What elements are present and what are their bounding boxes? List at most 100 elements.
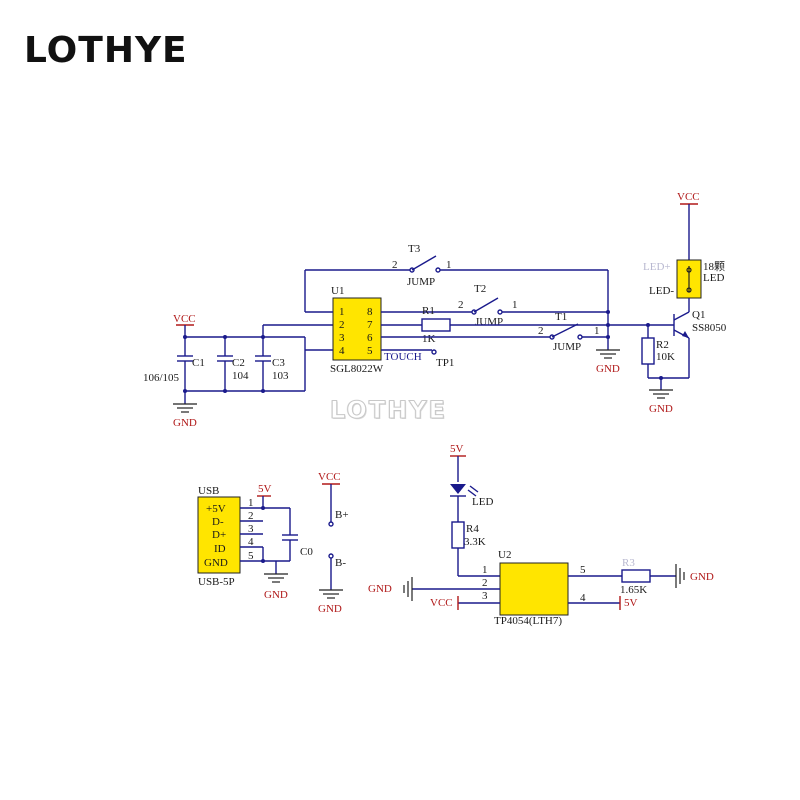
schematic-label: GND xyxy=(596,363,620,375)
schematic-label: 1 xyxy=(339,306,345,318)
schematic-label: B- xyxy=(335,557,346,569)
schematic-label: 3 xyxy=(482,590,488,602)
schematic-label: VCC xyxy=(318,471,341,483)
ground-symbol-left: GND xyxy=(173,391,197,429)
schematic-label: C3 xyxy=(272,357,285,369)
schematic-label: B+ xyxy=(335,509,349,521)
schematic-label: T3 xyxy=(408,243,421,255)
led-strip: LED+ LED- 18颗 LED xyxy=(643,259,725,299)
schematic-label: 1 xyxy=(512,299,518,311)
schematic-label: 5 xyxy=(248,550,254,562)
schematic-label: JUMP xyxy=(475,316,503,328)
capacitor-c2: 104 C2 104 xyxy=(217,337,249,391)
chip-u1: U1 1 2 3 4 8 7 6 5 SGL8022W xyxy=(330,285,384,375)
schematic-label: C2 xyxy=(232,357,245,369)
schematic-label: GND xyxy=(649,403,673,415)
schematic-label: ID xyxy=(214,543,226,555)
schematic-label: 6 xyxy=(367,332,373,344)
schematic-label: 5 xyxy=(580,564,586,576)
schematic-label: 1K xyxy=(422,333,436,345)
switch-t3: T3 2 1 JUMP xyxy=(305,243,608,288)
usb-connector-section: USB +5V D- D+ ID GND USB-5P 1 2 3 4 5 5V xyxy=(197,483,313,601)
charger-circuit: 5V LED R4 3.3K U2 TP4054(LTH7) xyxy=(368,443,714,627)
schematic-label: 1 xyxy=(446,259,452,271)
chip-u2: U2 TP4054(LTH7) 1 2 3 5 4 xyxy=(482,549,586,627)
schematic-label: LED- xyxy=(649,285,674,297)
schematic-label: 3.3K xyxy=(464,536,486,548)
watermark-logo: LOTHYE xyxy=(329,396,448,425)
schematic-label: R4 xyxy=(466,523,479,535)
transistor-q1: Q1 SS8050 xyxy=(673,309,727,339)
capacitor-c3: C3 103 xyxy=(255,325,289,391)
schematic-label: VCC xyxy=(430,597,453,609)
resistor-r4: R4 3.3K xyxy=(451,521,486,549)
schematic-label: 5 xyxy=(367,345,373,357)
schematic-label: D- xyxy=(212,516,224,528)
brand-logo: LOTHYE xyxy=(24,30,188,71)
schematic-label: 5V xyxy=(258,483,272,495)
switch-t2: T2 2 1 JUMP xyxy=(458,283,608,328)
capacitor-c1: C1 106/105 xyxy=(143,337,205,391)
resistor-r3: R3 1.65K xyxy=(620,557,651,596)
schematic-label: GND xyxy=(368,583,392,595)
schematic-label: LED xyxy=(472,496,493,508)
ground-symbol-mid: GND xyxy=(596,348,620,375)
schematic-label: GND xyxy=(173,417,197,429)
schematic-label: VCC xyxy=(677,191,700,203)
schematic-label: 8 xyxy=(367,306,373,318)
resistor-r1: R1 1K xyxy=(421,305,451,345)
schematic-label: 3 xyxy=(248,523,254,535)
schematic-label: 103 xyxy=(272,370,289,382)
schematic-label: USB xyxy=(198,485,219,497)
schematic-label: 104 xyxy=(232,370,249,382)
schematic-label: JUMP xyxy=(553,341,581,353)
schematic-label: 2 xyxy=(248,510,254,522)
schematic-label: 1 xyxy=(594,325,600,337)
schematic-label: 7 xyxy=(367,319,373,331)
schematic-label: C1 xyxy=(192,357,205,369)
schematic-label: 106/105 xyxy=(143,372,180,384)
schematic-label: 1.65K xyxy=(620,584,647,596)
schematic-label: 2 xyxy=(392,259,398,271)
schematic-label: +5V xyxy=(206,503,226,515)
schematic-label: SGL8022W xyxy=(330,363,384,375)
schematic-label: D+ xyxy=(212,529,226,541)
schematic-label: C0 xyxy=(300,546,313,558)
vcc-label: VCC xyxy=(173,313,196,325)
resistor-r2: R2 10K xyxy=(641,325,675,378)
schematic-label: R2 xyxy=(656,339,669,351)
schematic-label: GND xyxy=(264,589,288,601)
schematic-label: 1 xyxy=(248,497,254,509)
schematic-label: T2 xyxy=(474,283,486,295)
schematic-label: 1 xyxy=(482,564,488,576)
schematic-label: 2 xyxy=(339,319,345,331)
switch-t1: T1 2 1 JUMP xyxy=(538,311,608,353)
touch-pad-tp1: TP1 xyxy=(436,357,454,369)
schematic-label: USB-5P xyxy=(198,576,235,588)
schematic-label: Q1 xyxy=(692,309,705,321)
schematic-label: GND xyxy=(204,557,228,569)
ground-symbol-right: GND xyxy=(649,378,673,415)
schematic-label: 2 xyxy=(482,577,488,589)
schematic-label: GND xyxy=(690,571,714,583)
schematic-label: U2 xyxy=(498,549,511,561)
led-indicator: LED xyxy=(450,484,493,508)
schematic-label: SS8050 xyxy=(692,322,727,334)
schematic-label: 3 xyxy=(339,332,345,344)
schematic-label: 2 xyxy=(538,325,544,337)
schematic-label: T1 xyxy=(555,311,567,323)
schematic-label: 5V xyxy=(624,597,638,609)
battery-terminals: VCC B+ B- GND xyxy=(318,471,349,615)
schematic-label: JUMP xyxy=(407,276,435,288)
schematic-label: GND xyxy=(318,603,342,615)
touch-circuit: VCC C1 106/105 104 C2 xyxy=(143,191,727,429)
schematic-label: U1 xyxy=(331,285,344,297)
touch-label: TOUCH xyxy=(384,351,422,363)
schematic-label: 5V xyxy=(450,443,464,455)
schematic-label: 4 xyxy=(248,536,254,548)
schematic-label: TP4054(LTH7) xyxy=(494,615,562,627)
schematic-label: R1 xyxy=(422,305,435,317)
schematic-label: R3 xyxy=(622,557,635,569)
schematic-label: 4 xyxy=(339,345,345,357)
